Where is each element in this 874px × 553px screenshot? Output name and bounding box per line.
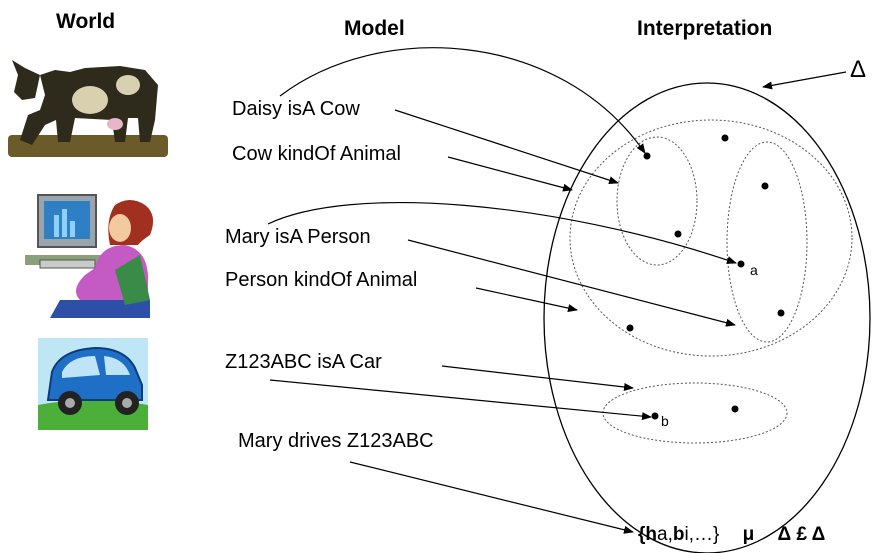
statement-cow-kindof-animal: Cow kindOf Animal — [232, 143, 401, 165]
point — [731, 405, 739, 413]
arrow-person-kindof-animal — [475, 287, 578, 312]
point — [721, 134, 729, 142]
person-set-ellipse — [726, 141, 808, 343]
point — [626, 324, 634, 332]
arrow-cow-kindof-animal — [447, 156, 573, 192]
animal-set-ellipse — [569, 119, 853, 357]
point-b — [651, 412, 659, 420]
formula-b: b — [672, 524, 685, 545]
point — [761, 182, 769, 190]
cow-set-ellipse — [616, 136, 698, 266]
delta-label: Δ — [850, 56, 867, 83]
point — [674, 230, 682, 238]
domain-points — [626, 134, 785, 420]
statement-daisy-isa-cow: Daisy isA Cow — [232, 98, 360, 120]
cow-image — [8, 60, 168, 157]
arrow-mary-isa-person — [407, 239, 736, 327]
arrow-daisy — [279, 47, 646, 154]
point — [777, 309, 785, 317]
mapping-arrows — [267, 47, 847, 534]
arrow-mary — [267, 202, 737, 264]
point-a — [737, 260, 745, 268]
statement-mary-drives-z123abc: Mary drives Z123ABC — [238, 430, 434, 452]
formula-open-brace: { — [638, 524, 646, 545]
formula-a: a, — [657, 524, 673, 545]
statement-mary-isa-person: Mary isA Person — [225, 226, 371, 248]
arrow-delta — [762, 71, 847, 90]
statement-person-kindof-animal: Person kindOf Animal — [225, 269, 418, 291]
arrow-z123abc — [269, 379, 652, 421]
car-image — [38, 338, 148, 430]
car-set-ellipse — [602, 382, 788, 444]
point-label-a: a — [750, 262, 758, 278]
formula-mu: μ — [742, 524, 755, 545]
domain-circle — [543, 82, 871, 553]
formula-h: h — [645, 524, 658, 545]
interpretation-header: Interpretation — [637, 17, 773, 40]
person-at-computer-image — [25, 194, 154, 318]
world-header: World — [56, 10, 116, 33]
point-label-b: b — [661, 413, 669, 429]
point — [643, 152, 651, 160]
arrow-daisy-isa-cow — [394, 109, 619, 185]
formula: {ha,bi,…} μ Δ £ Δ — [638, 524, 825, 546]
formula-i: i,…} — [684, 524, 720, 545]
arrow-mary-drives — [349, 461, 634, 534]
model-header: Model — [344, 17, 405, 40]
statement-z123abc-isa-car: Z123ABC isA Car — [225, 351, 382, 373]
arrow-z123abc-isa-car — [441, 365, 634, 391]
formula-rhs: Δ £ Δ — [777, 524, 826, 545]
